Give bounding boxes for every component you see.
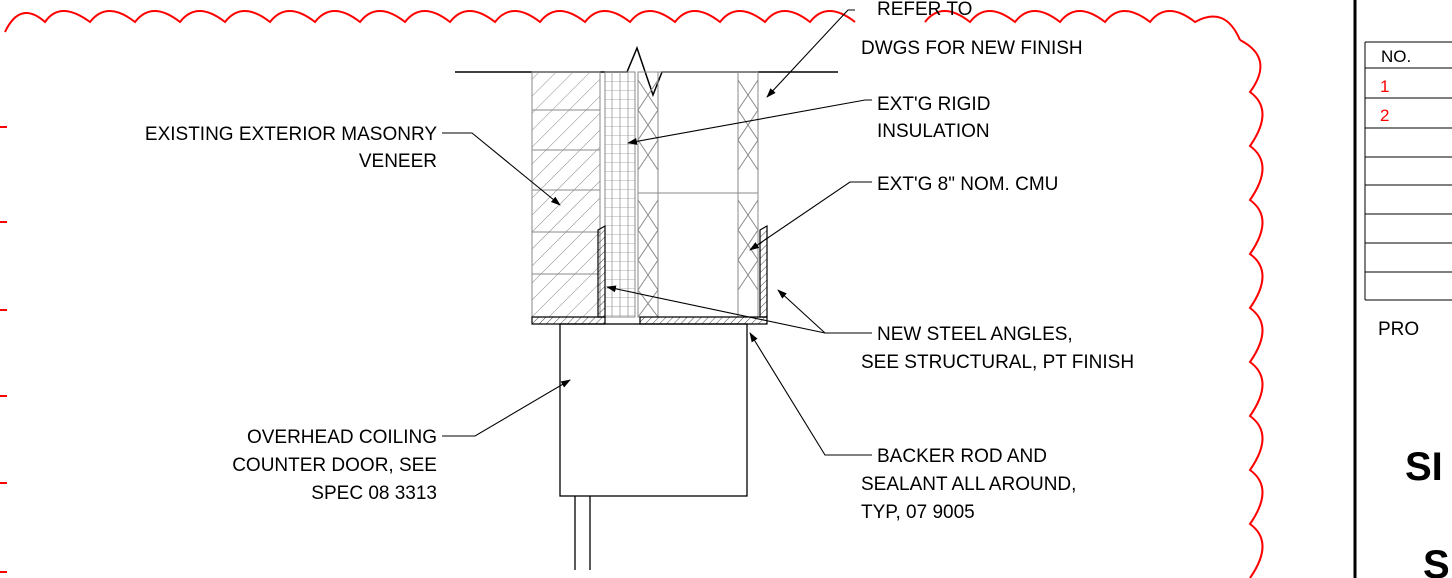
label-backer-2: SEALANT ALL AROUND,	[861, 474, 1076, 495]
label-masonry-1: EXISTING EXTERIOR MASONRY	[145, 124, 437, 145]
revision-number-1: 1	[1380, 77, 1389, 96]
label-masonry-2: VENEER	[359, 151, 437, 172]
label-refer-2: DWGS FOR NEW FINISH	[861, 38, 1083, 59]
label-door-3: SPEC 08 3313	[311, 483, 437, 504]
leader-lines	[442, 9, 872, 456]
steel-angles	[531, 224, 768, 325]
masonry-veneer	[531, 71, 601, 318]
revision-number-2: 2	[1380, 106, 1389, 125]
label-insulation-1: EXT'G RIGID	[877, 94, 990, 115]
revision-no-header: NO.	[1381, 47, 1411, 66]
label-steel-1: NEW STEEL ANGLES,	[877, 324, 1073, 345]
cmu-wall	[637, 71, 759, 318]
revision-cloud	[0, 10, 1264, 578]
sheet-number-text: S	[1423, 543, 1450, 578]
detail-labels: REFER TO DWGS FOR NEW FINISH EXT'G RIGID…	[145, 0, 1134, 523]
rigid-insulation	[604, 71, 636, 318]
title-block: NO. 1 2 PRO SI S	[1353, 0, 1452, 578]
label-steel-2: SEE STRUCTURAL, PT FINISH	[861, 352, 1134, 373]
label-refer-1: REFER TO	[877, 0, 972, 20]
label-door-1: OVERHEAD COILING	[247, 427, 437, 448]
overhead-door	[559, 323, 748, 570]
sheet-title-text: SI	[1405, 445, 1443, 489]
project-label: PRO	[1378, 319, 1419, 340]
label-backer-3: TYP, 07 9005	[861, 502, 975, 523]
label-door-2: COUNTER DOOR, SEE	[232, 455, 437, 476]
label-backer-1: BACKER ROD AND	[877, 446, 1047, 467]
label-insulation-2: INSULATION	[877, 121, 990, 142]
label-cmu: EXT'G 8" NOM. CMU	[877, 174, 1058, 195]
